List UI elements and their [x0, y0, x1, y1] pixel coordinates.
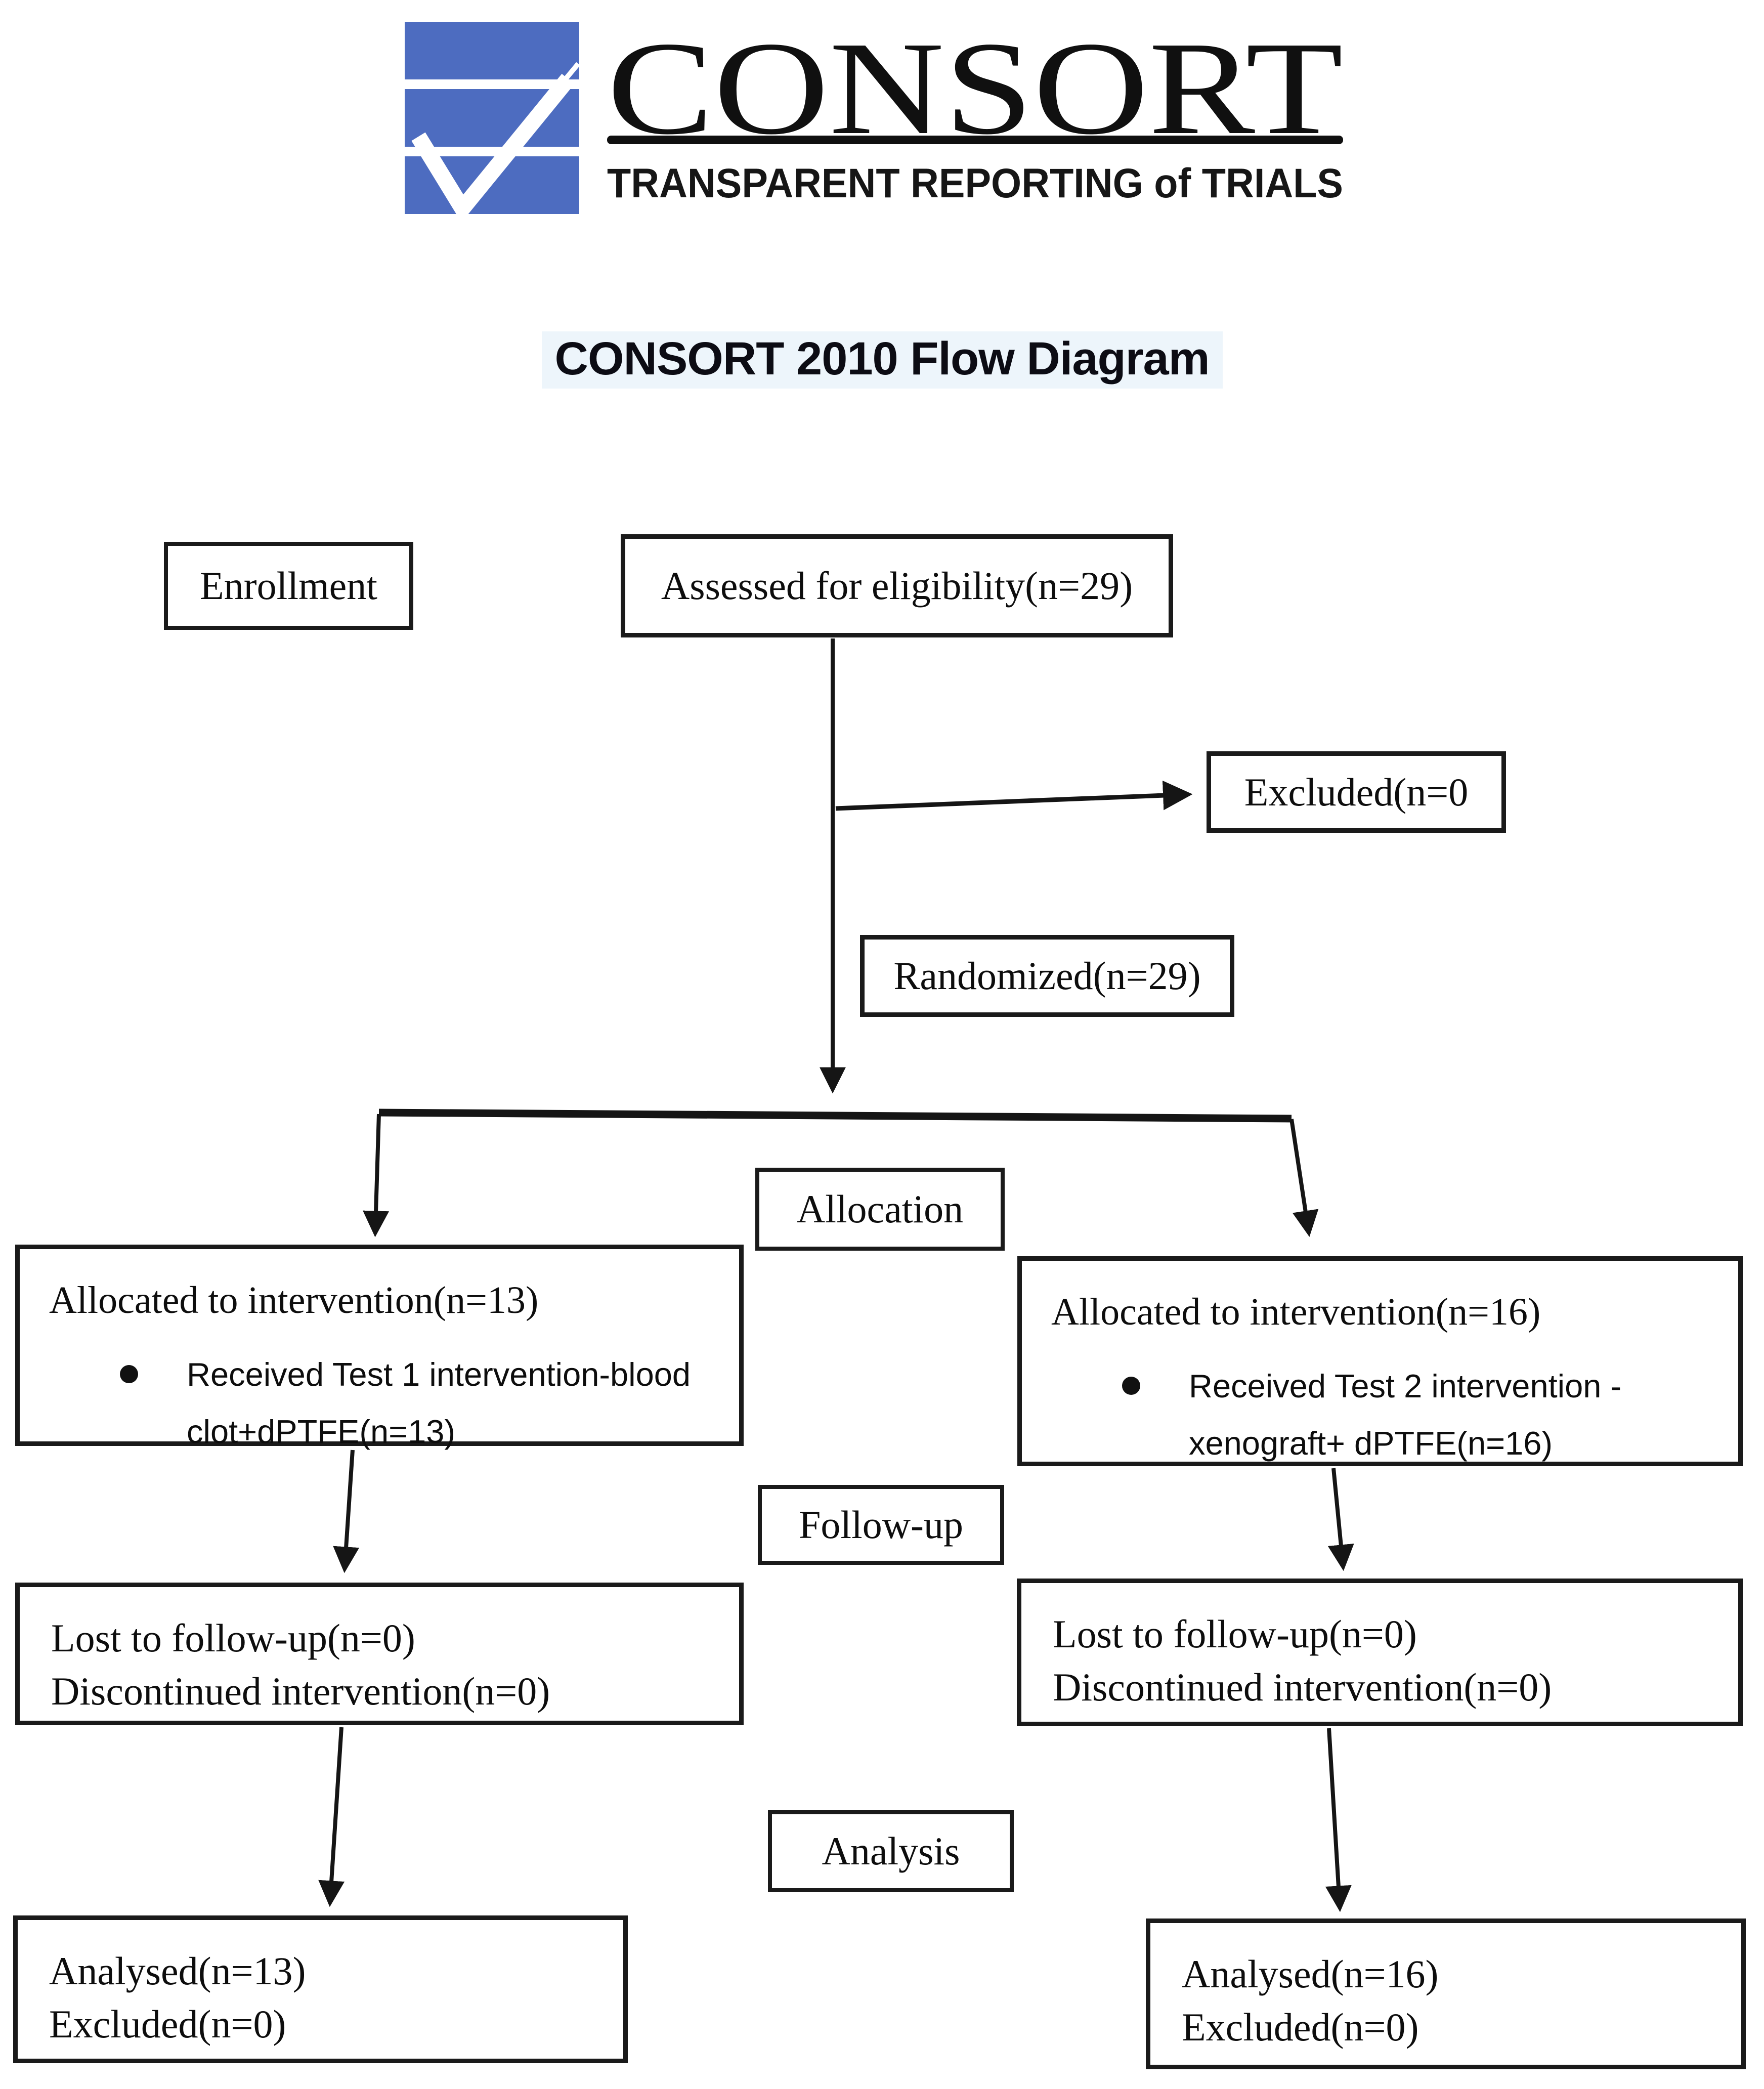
analysed-right-box: Analysed(n=16) Excluded(n=0) [1146, 1919, 1746, 2069]
allocated-right-title: Allocated to intervention(n=16) [1051, 1291, 1541, 1333]
allocated-left-bullet-line1: Received Test 1 intervention-blood [187, 1355, 691, 1393]
allocation-stage-label: Allocation [755, 1168, 1005, 1251]
analysed-left-line2: Excluded(n=0) [49, 2002, 286, 2047]
assessed-eligibility-box: Assessed for eligibility(n=29) [621, 534, 1173, 637]
followup-right-line1: Lost to follow-up(n=0) [1053, 1612, 1417, 1656]
randomized-text: Randomized(n=29) [893, 954, 1201, 998]
analysis-stage-label: Analysis [768, 1810, 1014, 1892]
followup-right-box: Lost to follow-up(n=0) Discontinued inte… [1017, 1579, 1743, 1726]
followup-left-line1: Lost to follow-up(n=0) [51, 1616, 415, 1660]
analysed-left-box: Analysed(n=13) Excluded(n=0) [13, 1915, 628, 2063]
enrollment-stage-label: Enrollment [164, 542, 413, 630]
branch-horizontal-line [378, 1109, 1292, 1123]
randomized-box: Randomized(n=29) [860, 935, 1234, 1017]
arrow-branch-to-alloc-left [363, 1114, 390, 1238]
consort-logo: CONSORT TRANSPARENT REPORTING of TRIALS [405, 14, 1343, 223]
consort-logo-mark [405, 22, 580, 223]
allocated-right-box: Allocated to intervention(n=16) Received… [1017, 1256, 1743, 1466]
allocation-stage-text: Allocation [796, 1187, 964, 1231]
arrow-alloc-left-to-followup-left [333, 1449, 360, 1573]
arrow-alloc-right-to-followup-right [1327, 1468, 1354, 1571]
arrow-followup-left-to-analysis-left [318, 1727, 345, 1907]
arrow-branch-to-alloc-right [1289, 1119, 1319, 1237]
followup-stage-text: Follow-up [798, 1503, 964, 1547]
allocated-left-bullet: Received Test 1 intervention-blood clot+… [120, 1346, 729, 1460]
analysed-left-line1: Analysed(n=13) [49, 1949, 306, 1993]
excluded-text: Excluded(n=0 [1244, 770, 1469, 814]
excluded-box: Excluded(n=0 [1207, 751, 1506, 833]
allocated-right-bullet-text: Received Test 2 intervention - xenograft… [1189, 1357, 1621, 1472]
analysis-stage-text: Analysis [822, 1829, 960, 1873]
checkmark-icon [411, 73, 575, 223]
bullet-icon [1122, 1376, 1140, 1395]
arrow-to-excluded [835, 780, 1193, 811]
consort-logo-tagline: TRANSPARENT REPORTING of TRIALS [607, 160, 1343, 206]
followup-right-line2: Discontinued intervention(n=0) [1053, 1665, 1552, 1710]
analysed-right-line1: Analysed(n=16) [1182, 1952, 1439, 1996]
allocated-right-bullet-line1: Received Test 2 intervention - [1189, 1367, 1622, 1404]
title-row: CONSORT 2010 Flow Diagram [0, 331, 1764, 389]
followup-left-line2: Discontinued intervention(n=0) [51, 1669, 550, 1714]
allocated-left-title: Allocated to intervention(n=13) [49, 1279, 539, 1321]
allocated-right-bullet-line2: xenograft+ dPTFE(n=16) [1189, 1424, 1553, 1462]
followup-stage-label: Follow-up [758, 1485, 1004, 1565]
enrollment-stage-text: Enrollment [200, 564, 377, 608]
allocated-left-bullet-line2: clot+dPTFE(n=13) [187, 1413, 456, 1450]
allocated-left-bullet-text: Received Test 1 intervention-blood clot+… [187, 1346, 691, 1460]
page-title: CONSORT 2010 Flow Diagram [541, 331, 1223, 389]
logo-divider [607, 136, 1343, 144]
bullet-icon [120, 1365, 138, 1383]
assessed-eligibility-text: Assessed for eligibility(n=29) [661, 564, 1133, 608]
arrow-followup-right-to-analysis-right [1325, 1728, 1352, 1912]
allocated-right-bullet: Received Test 2 intervention - xenograft… [1122, 1357, 1728, 1472]
followup-left-box: Lost to follow-up(n=0) Discontinued inte… [15, 1583, 744, 1725]
analysed-right-line2: Excluded(n=0) [1182, 2005, 1419, 2050]
allocated-left-box: Allocated to intervention(n=13) Received… [15, 1245, 744, 1450]
